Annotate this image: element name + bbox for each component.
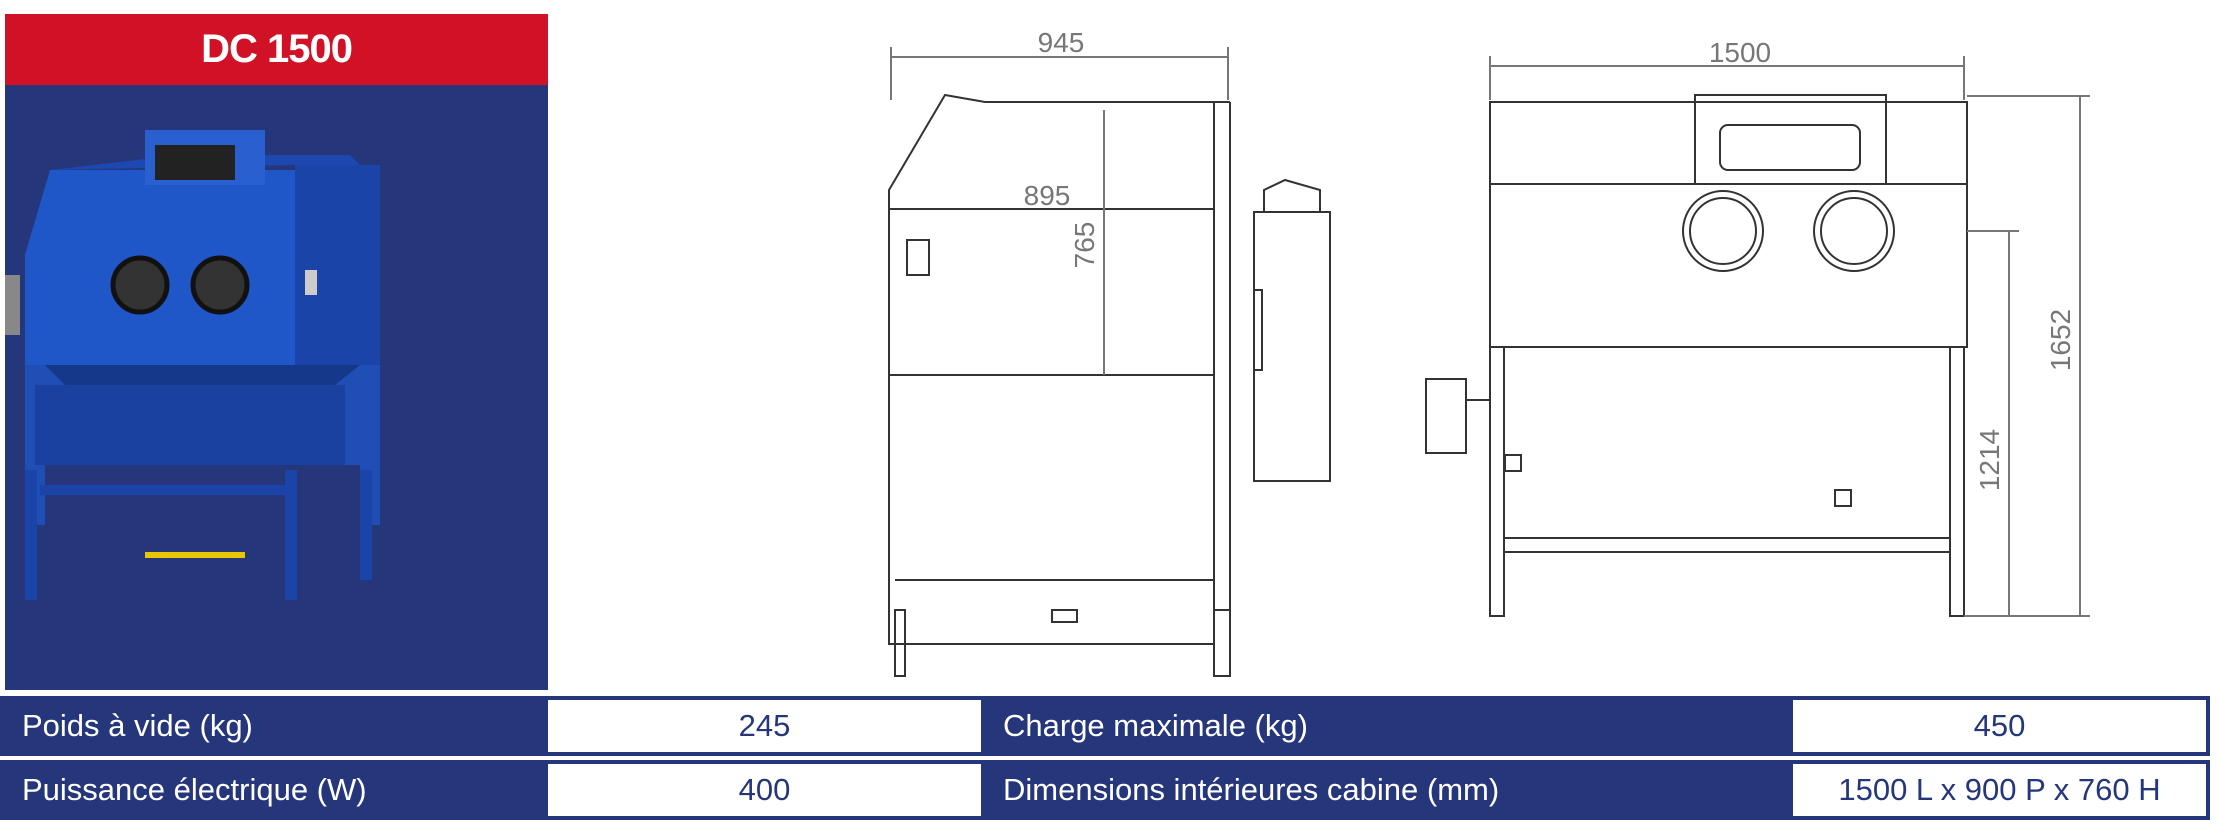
front-view-drawing [1425,56,2090,617]
side-view-drawing [888,47,1331,677]
sandblast-cabinet-image [5,130,380,600]
spec-label: Charge maximale (kg) [981,696,1793,756]
dim-945: 945 [1038,27,1085,58]
table-row: Poids à vide (kg) 245 Charge maximale (k… [0,696,2210,756]
dim-1652: 1652 [2045,309,2076,371]
table-row: Puissance électrique (W) 400 Dimensions … [0,760,2210,820]
dim-895: 895 [1024,180,1071,211]
dim-1500: 1500 [1709,37,1771,68]
dim-1214: 1214 [1974,429,2005,491]
spec-label: Dimensions intérieures cabine (mm) [981,760,1793,820]
spec-value: 400 [548,760,981,820]
product-title: DC 1500 [5,14,548,85]
spec-value: 450 [1793,696,2210,756]
spec-value: 245 [548,696,981,756]
spec-value: 1500 L x 900 P x 760 H [1793,760,2210,820]
product-photo [5,85,548,690]
technical-drawings: 945 895 765 1500 1652 1214 [888,27,2090,677]
spec-label: Poids à vide (kg) [0,696,548,756]
spec-label: Puissance électrique (W) [0,760,548,820]
dim-765: 765 [1069,222,1100,269]
